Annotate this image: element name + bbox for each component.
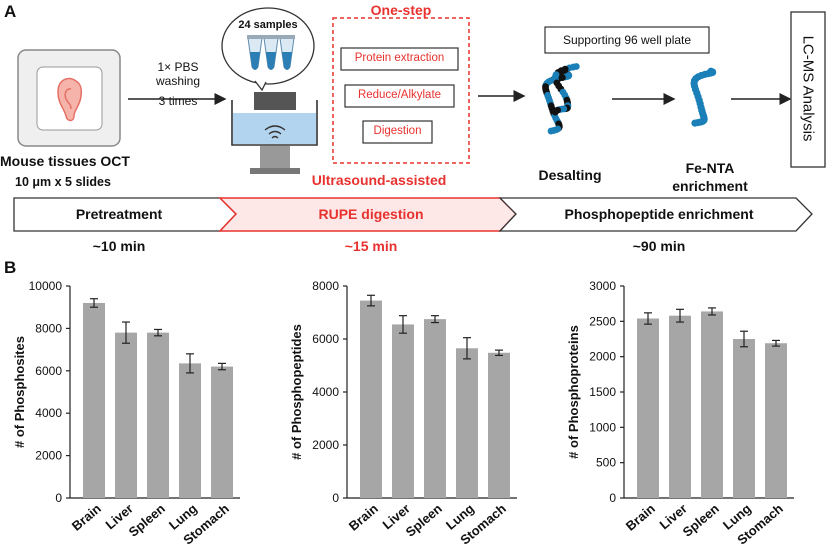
bar-lung <box>179 363 201 498</box>
note-label: Supporting 96 well plate <box>562 33 692 47</box>
step-box-2 <box>344 84 455 108</box>
bar-brain <box>360 300 382 498</box>
x-tick-label: Spleen <box>403 501 445 540</box>
bar-stomach <box>211 366 233 498</box>
bar-spleen <box>701 311 723 498</box>
x-tick-label: Brain <box>69 501 104 534</box>
bar-lung <box>456 348 478 498</box>
wash-line-2: washing <box>155 74 201 88</box>
bar-brain <box>637 318 659 498</box>
step-box-3 <box>362 120 433 144</box>
lcms-label: LC-MS Analysis <box>799 35 817 142</box>
y-tick-label: 3000 <box>589 279 616 293</box>
step-label-2: Reduce/Alkylate <box>357 89 442 101</box>
y-tick-label: 4000 <box>35 406 62 420</box>
ear-icon <box>57 77 83 122</box>
step-label-1: Protein extraction <box>354 52 445 64</box>
bar-brain <box>83 302 105 498</box>
bead <box>547 127 555 135</box>
enrichment-line-1: Fe-NTA <box>685 160 735 176</box>
chart-phosphosites: 0 2000 4000 6000 8000 10000 # of PhosphositesB… <box>12 279 240 548</box>
workflow-label-1: Pretreatment <box>75 206 163 222</box>
step-box-1 <box>340 47 459 71</box>
y-tick-label: 500 <box>596 456 616 470</box>
y-tick-label: 2000 <box>312 438 339 452</box>
wash-label: 1× PBS washing 3 times <box>128 60 228 108</box>
peptide-beads-icon <box>542 63 580 135</box>
phosphopeptide-beads-icon <box>690 67 717 127</box>
y-tick-label: 1000 <box>589 420 616 434</box>
panel-a-label: A <box>4 2 17 21</box>
wash-line-3: 3 times <box>158 94 198 108</box>
y-tick-label: 0 <box>332 491 339 505</box>
lcms-box <box>790 11 826 168</box>
panel-a-diagram <box>13 7 826 232</box>
bar-stomach <box>488 352 510 498</box>
tissue-slides: 10 μm x 5 slides <box>15 175 111 189</box>
wash-line-1: 1× PBS <box>157 60 199 74</box>
y-tick-label: 6000 <box>312 332 339 346</box>
bar-liver <box>392 324 414 498</box>
onestep-title: One-step <box>370 2 432 18</box>
y-tick-label: 0 <box>609 491 616 505</box>
samples-label: 24 samples <box>238 19 298 31</box>
bar-spleen <box>147 332 169 498</box>
note-box <box>544 26 710 54</box>
bead <box>691 119 699 127</box>
step-label-3: Digestion <box>373 125 422 137</box>
x-tick-label: Brain <box>623 501 658 534</box>
x-tick-label: Spleen <box>126 501 168 540</box>
y-tick-label: 6000 <box>35 364 62 378</box>
chart-phosphoproteins: 0 500 1000 1500 2000 2500 3000 # of Phosphoprot… <box>566 279 794 548</box>
workflow-step-enrichment <box>498 197 813 232</box>
y-tick-label: 2500 <box>589 314 616 328</box>
chart-phosphopeptides: 0 2000 4000 6000 8000 # of PhosphopeptidesBra… <box>289 279 517 548</box>
workflow-label-3: Phosphopeptide enrichment <box>564 206 754 222</box>
y-tick-label: 0 <box>55 491 62 505</box>
tissue-name: Mouse tissues OCT <box>0 153 130 169</box>
bar-liver <box>115 332 137 498</box>
onestep-caption: Ultrasound-assisted <box>311 172 447 188</box>
y-tick-label: 1500 <box>589 385 616 399</box>
y-tick-label: 4000 <box>312 385 339 399</box>
bar-lung <box>733 339 755 498</box>
workflow-label-2: RUPE digestion <box>318 206 424 222</box>
y-axis-label: # of Phosphopeptides <box>289 324 304 460</box>
bar-spleen <box>424 319 446 498</box>
x-tick-label: Spleen <box>680 501 722 540</box>
y-axis-label: # of Phosphoproteins <box>566 325 581 459</box>
enrichment-line-2: enrichment <box>672 178 748 194</box>
bar-stomach <box>765 343 787 498</box>
bead <box>551 108 559 116</box>
x-tick-label: Brain <box>346 501 381 534</box>
y-tick-label: 2000 <box>35 449 62 463</box>
enrichment-label: Fe-NTA enrichment <box>660 159 760 195</box>
workflow-time-3: ~90 min <box>632 238 686 254</box>
y-tick-label: 8000 <box>312 279 339 293</box>
y-axis-label: # of Phosphosites <box>12 336 27 448</box>
y-tick-label: 8000 <box>35 321 62 335</box>
workflow-time-2: ~15 min <box>344 238 398 254</box>
tube-icons <box>247 35 295 70</box>
panel-b-label: B <box>4 258 17 277</box>
ultrasound-bath-icon <box>231 92 318 174</box>
desalting-label: Desalting <box>538 167 602 183</box>
bar-liver <box>669 315 691 498</box>
workflow-time-1: ~10 min <box>92 238 146 254</box>
y-tick-label: 10000 <box>29 279 63 293</box>
y-tick-label: 2000 <box>589 350 616 364</box>
